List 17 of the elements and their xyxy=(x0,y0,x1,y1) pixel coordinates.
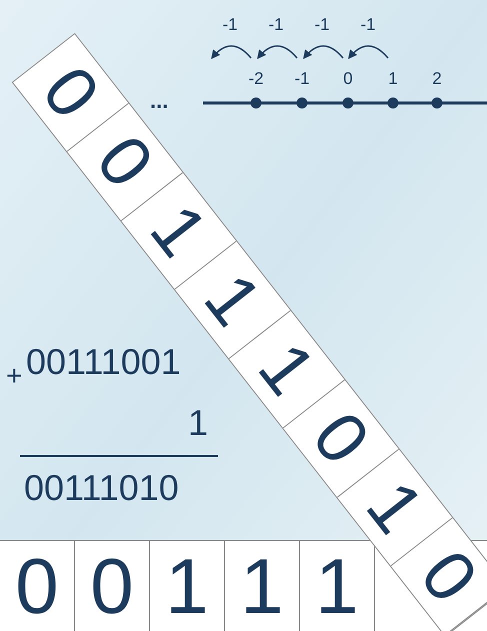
bit-cell: 1 xyxy=(225,541,300,631)
tick-label: 0 xyxy=(343,70,353,87)
tick-label: 1 xyxy=(388,70,398,87)
tick-label: -2 xyxy=(248,70,264,87)
plus-sign: + xyxy=(6,362,22,390)
bit-cell: 1 xyxy=(150,541,225,631)
addend: 1 xyxy=(188,405,208,441)
bit-cell: 0 xyxy=(0,541,75,631)
jump-label: -1 xyxy=(360,16,376,33)
tick-label: -1 xyxy=(294,70,310,87)
tick-label: 2 xyxy=(432,70,442,87)
jump-label: -1 xyxy=(222,16,238,33)
bit-cell: 0 xyxy=(75,541,150,631)
jump-label: -1 xyxy=(314,16,330,33)
bit-cell: 1 xyxy=(300,541,375,631)
jump-label: -1 xyxy=(268,16,284,33)
sum-result: 00111010 xyxy=(24,470,179,506)
